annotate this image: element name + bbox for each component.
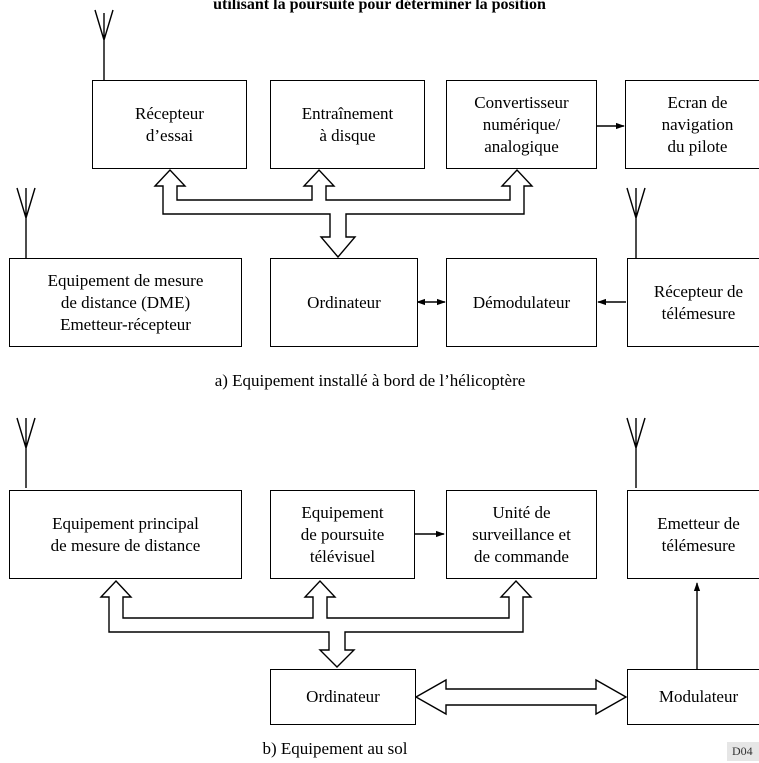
box-label: Equipement principal <box>52 513 199 533</box>
figure-code: D04 <box>727 742 759 761</box>
box-label: de distance (DME) <box>60 292 191 312</box>
box-label: de poursuite <box>300 524 385 544</box>
box-label: à disque <box>319 125 376 145</box>
data-bus-arrow-b <box>99 579 533 668</box>
box-label: d’essai <box>145 125 194 145</box>
caption-section-b: b) Equipement au sol <box>262 739 408 758</box>
box-computer-b: Ordinateur <box>270 669 416 725</box>
antenna-icon <box>626 187 646 258</box>
caption-section-a: a) Equipement installé à bord de l’hélic… <box>214 371 526 390</box>
box-label: Equipement <box>301 502 384 522</box>
antenna-icon <box>626 417 646 488</box>
antenna-icon <box>94 9 114 80</box>
box-label: Ordinateur <box>306 687 380 706</box>
box-label: de commande <box>474 546 569 566</box>
double-arrow-computer-modulator <box>414 678 628 716</box>
box-label: du pilote <box>667 136 728 156</box>
box-computer-a: Ordinateur <box>270 258 418 347</box>
box-label: Equipement de mesure <box>47 270 204 290</box>
antenna-icon <box>16 187 36 258</box>
box-label: Unité de <box>492 502 551 522</box>
box-label: Récepteur de <box>653 281 744 301</box>
box-label: Emetteur-récepteur <box>60 314 191 334</box>
box-label: navigation <box>661 114 734 134</box>
box-label: de mesure de distance <box>50 535 201 555</box>
box-label: Ordinateur <box>307 292 381 312</box>
box-label: Convertisseur <box>474 92 569 112</box>
box-label: Récepteur <box>135 103 204 123</box>
box-label: télémesure <box>661 535 736 555</box>
box-label: Démodulateur <box>472 292 571 312</box>
data-bus-arrow-a <box>153 168 534 259</box>
box-label: analogique <box>484 136 559 156</box>
box-label: numérique/ <box>482 114 561 134</box>
box-label: Entraînement <box>301 103 394 123</box>
box-label: Ecran de <box>667 92 728 112</box>
box-demodulator: Démodulateur <box>446 258 597 347</box>
box-modulator: Modulateur <box>627 669 759 725</box>
figure-title: utilisant la poursuite pour déterminer l… <box>213 0 546 13</box>
box-label: Emetteur de <box>657 513 740 533</box>
antenna-icon <box>16 417 36 488</box>
box-label: Modulateur <box>658 687 739 706</box>
box-label: télévisuel <box>309 546 376 566</box>
box-label: surveillance et <box>472 524 571 544</box>
box-label: télémesure <box>661 303 736 323</box>
